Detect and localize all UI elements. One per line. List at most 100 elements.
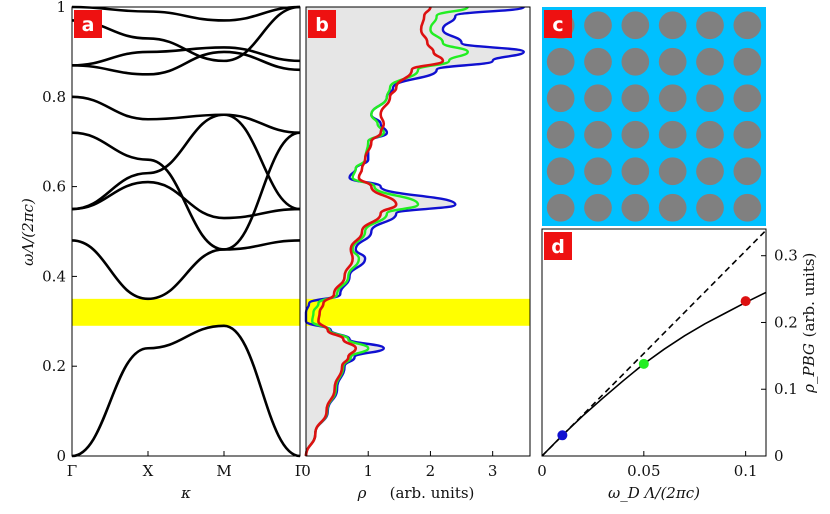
x-tick-label: X	[143, 462, 154, 480]
rod	[696, 47, 724, 76]
panel-d-points	[557, 296, 751, 441]
panel-d-label-box	[544, 232, 572, 260]
curve-solid	[541, 291, 767, 457]
rod	[696, 84, 724, 113]
y-tick-label: 1	[56, 0, 66, 16]
dos-curve-blue	[304, 5, 525, 457]
rod	[584, 47, 612, 76]
panel-d-y-ticks: 00.10.20.3	[761, 247, 798, 465]
panel-b-x-axis-units: (arb. units)	[390, 484, 475, 502]
rod	[658, 47, 687, 76]
x-tick-label: 3	[488, 462, 498, 480]
panel-c-label-box	[544, 10, 572, 38]
rod	[584, 84, 612, 113]
x-tick-label: M	[216, 462, 231, 480]
panel-a-bands	[71, 5, 301, 458]
band-line	[71, 5, 301, 22]
point-blue	[557, 430, 568, 441]
panel-a-frame	[71, 6, 301, 457]
dos-curve-green	[304, 5, 469, 457]
panel-b-x-ticks: 0 1 2 3	[301, 451, 497, 480]
y-tick-label: 0.8	[42, 88, 66, 106]
panel-a-y-ticks: 00.20.40.60.81	[42, 0, 77, 465]
x-tick-label: Γ	[295, 462, 305, 480]
x-tick-label: 0.05	[627, 462, 660, 480]
y-tick-label: 0.1	[774, 380, 798, 398]
x-tick-label: 0	[537, 462, 547, 480]
rod	[658, 11, 687, 40]
panel-d-curves	[541, 229, 767, 457]
panel-c-label: c	[552, 14, 563, 36]
x-tick-label: 2	[426, 462, 436, 480]
x-tick-label: 1	[363, 462, 373, 480]
y-tick-label: 0	[774, 447, 784, 465]
panel-d-y-axis-units: (arb. units)	[800, 253, 818, 338]
rod	[584, 193, 612, 222]
rod	[733, 84, 762, 113]
rod	[696, 157, 724, 186]
rod	[658, 120, 687, 149]
rod	[658, 84, 687, 113]
band-line	[71, 113, 301, 211]
x-tick-label: Γ	[67, 462, 77, 480]
panel-a-x-axis-label: κ	[180, 484, 191, 502]
rod	[546, 47, 575, 76]
x-tick-label: 0	[301, 462, 311, 480]
panel-a-label: a	[82, 14, 95, 36]
rod	[546, 84, 575, 113]
rod	[621, 157, 650, 186]
rod	[696, 11, 724, 40]
panel-b-label-box	[308, 10, 336, 38]
rod	[733, 120, 762, 149]
rod	[621, 120, 650, 149]
rod	[621, 11, 650, 40]
panel-d-x-ticks: 0 0.05 0.1	[537, 451, 758, 480]
point-red	[740, 296, 751, 307]
y-tick-label: 0.4	[42, 267, 66, 285]
point-green	[638, 358, 649, 369]
rod	[733, 47, 762, 76]
band-line	[71, 239, 301, 301]
y-tick-label: 0.6	[42, 178, 66, 196]
rod	[546, 157, 575, 186]
rod	[621, 84, 650, 113]
panel-a-label-box	[74, 10, 102, 38]
band-line	[71, 324, 301, 458]
rod	[621, 47, 650, 76]
curve-dashed	[541, 229, 767, 457]
panel-d-x-axis-label: ω_D Λ/(2πc)	[608, 484, 700, 502]
panel-d-label: d	[551, 236, 565, 258]
panel-c-rods	[546, 11, 762, 222]
rod	[584, 11, 612, 40]
panel-b-bandgap	[306, 298, 530, 326]
panel-b-label: b	[315, 14, 329, 36]
band-line	[71, 180, 301, 220]
y-tick-label: 0.3	[774, 247, 798, 265]
band-line	[71, 131, 301, 251]
rod	[621, 193, 650, 222]
panel-a-y-axis-label: ωΛ/(2πc)	[19, 198, 37, 266]
band-line	[71, 50, 301, 76]
rod	[658, 157, 687, 186]
rod	[546, 193, 575, 222]
rod	[546, 120, 575, 149]
band-line	[71, 5, 301, 63]
band-line	[71, 95, 301, 135]
panel-b-dos-curves	[304, 5, 525, 457]
panel-d-y-axis-label: ρ_PBG	[800, 343, 818, 394]
y-tick-label: 0	[56, 447, 66, 465]
panel-c: c	[542, 7, 766, 226]
rod	[658, 193, 687, 222]
panel-a-bandgap	[72, 298, 300, 326]
rod	[733, 157, 762, 186]
rod	[696, 193, 724, 222]
dos-curve-red	[304, 6, 445, 457]
panel-c-background	[542, 7, 766, 226]
rod	[584, 120, 612, 149]
x-tick-label: 0.1	[734, 462, 758, 480]
panel-b-frame	[305, 6, 531, 457]
